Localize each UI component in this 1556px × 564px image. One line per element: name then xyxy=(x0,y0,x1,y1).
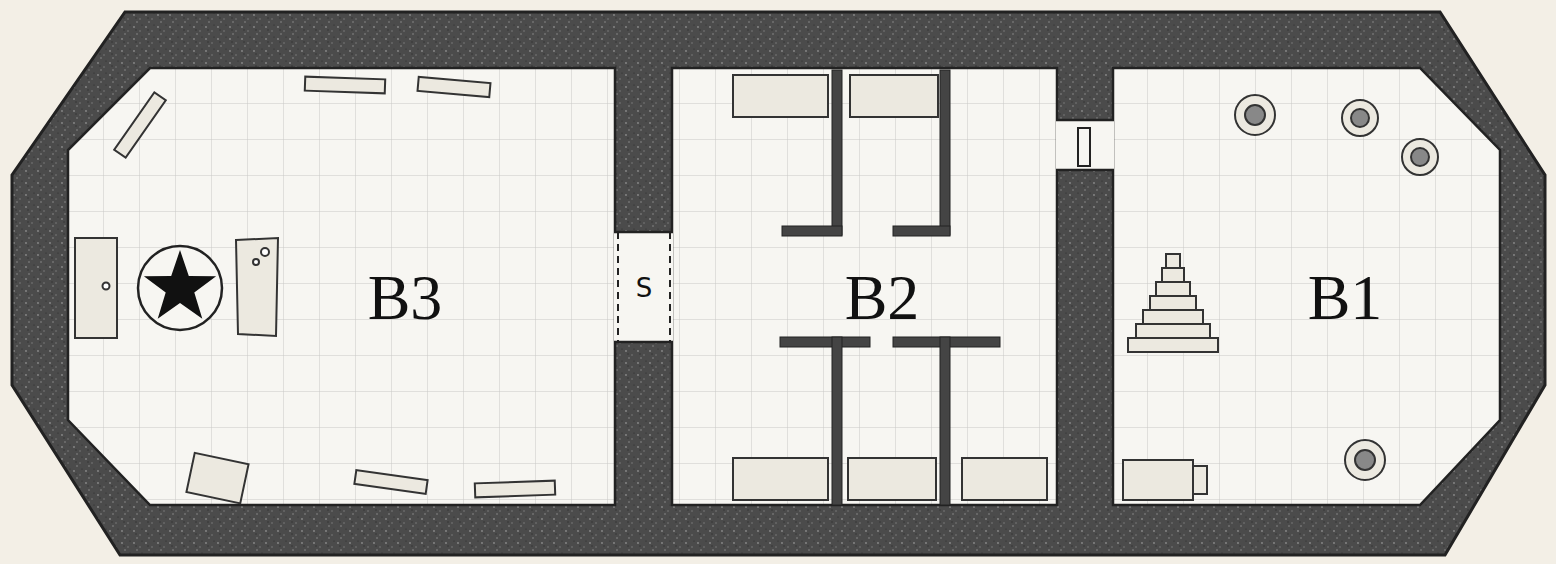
room-label: B2 xyxy=(845,266,920,330)
room-label: B1 xyxy=(1308,266,1383,330)
secret-door-mark: S xyxy=(635,275,654,301)
room-label: B3 xyxy=(368,266,443,330)
